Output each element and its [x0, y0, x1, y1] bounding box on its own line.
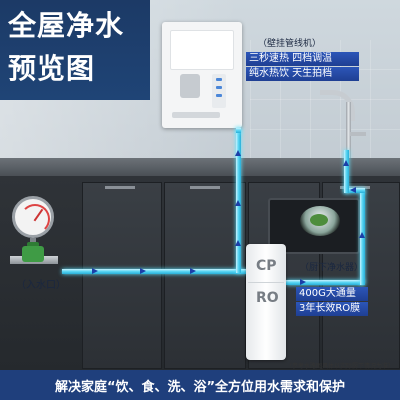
gauge-dial — [20, 204, 50, 234]
dispenser-feature-1: 三秒速热 四档调温 — [246, 52, 359, 66]
inlet-pipe-line — [62, 269, 248, 274]
purifier-feature-1: 400G大通量 — [296, 287, 368, 301]
dispenser-feature-2: 纯水热饮 天生拍档 — [246, 67, 359, 81]
flow-arrow — [300, 279, 306, 285]
flow-arrow — [235, 240, 241, 246]
purifier-cp-label: CP — [256, 258, 277, 274]
faucet-pipe-up — [344, 150, 349, 193]
flow-arrow — [343, 160, 349, 166]
faucet-stem — [346, 102, 351, 158]
cabinet-handle — [190, 186, 220, 189]
cabinet-door — [82, 182, 162, 369]
faucet-lever — [350, 132, 366, 136]
footer-text: 解决家庭“饮、食、洗、浴”全方位用水需求和保护 — [54, 380, 346, 395]
dispenser-buttons — [212, 74, 226, 108]
sink-vegetables — [310, 214, 328, 226]
valve-icon — [22, 246, 44, 262]
inlet-label: （入水口） — [16, 280, 66, 291]
faucet-pipe-bottom — [286, 280, 364, 285]
flow-arrow — [235, 150, 241, 156]
flow-arrow — [190, 268, 196, 274]
dispenser-button — [216, 86, 222, 89]
flow-arrow — [92, 268, 98, 274]
purifier-feature-2: 3年长效RO膜 — [296, 302, 368, 316]
faucet — [320, 90, 376, 160]
dispenser-drip-tray — [172, 112, 220, 118]
cabinet-door — [164, 182, 246, 369]
water-inlet: （入水口） — [10, 196, 66, 291]
wall-dispenser — [162, 22, 242, 128]
purifier-divider — [248, 282, 284, 283]
dispenser-panel — [170, 30, 234, 70]
countertop — [0, 158, 400, 176]
purifier-ro-label: RO — [256, 290, 279, 306]
sink — [268, 198, 360, 254]
purifier-title: （厨下净水器） — [300, 263, 364, 273]
flow-arrow — [350, 187, 356, 193]
footer-banner: 解决家庭“饮、食、洗、浴”全方位用水需求和保护 — [0, 370, 400, 400]
under-sink-purifier — [246, 244, 286, 360]
pressure-gauge-icon — [12, 196, 54, 238]
dispenser-title: （壁挂管线机） — [258, 39, 322, 49]
dispenser-nozzle — [180, 74, 200, 98]
headline-line1: 全屋净水 — [8, 9, 125, 42]
flow-arrow — [359, 232, 365, 238]
faucet-spout — [320, 90, 355, 121]
valve-knob — [27, 242, 39, 247]
flow-arrow — [140, 268, 146, 274]
cabinet-handle — [105, 186, 135, 189]
flow-arrow — [235, 200, 241, 206]
dispenser-pipe-corner — [236, 128, 241, 133]
headline-line2: 预览图 — [8, 52, 96, 85]
disclaimer-note: （参考水路图具体以实际厨下情况为准） — [285, 363, 394, 370]
headline-block: 全屋净水 预览图 — [0, 0, 150, 100]
dispenser-button — [216, 94, 222, 97]
dispenser-button — [216, 78, 222, 81]
